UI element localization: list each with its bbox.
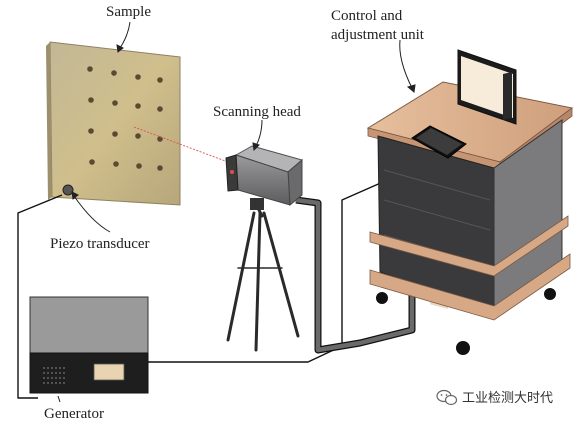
generator-display: [93, 363, 125, 381]
piezo-transducer-label: Piezo transducer: [50, 236, 150, 252]
watermark: 工业检测大时代: [436, 389, 553, 406]
leader-arrows: [57, 21, 416, 403]
control-unit-label-line1: Control and: [331, 8, 403, 24]
control-unit-label-line2: adjustment unit: [331, 27, 425, 43]
tripod: [226, 198, 300, 352]
cabinet-wheels: [376, 288, 556, 355]
piezo-transducer-disc: [62, 184, 74, 196]
wechat-icon: [436, 389, 458, 406]
sample-label: Sample: [106, 4, 151, 20]
sample-holes: [87, 66, 163, 171]
sample-panel: [46, 41, 181, 206]
scanning-head-label: Scanning head: [213, 104, 301, 120]
generator-label: Generator: [44, 406, 104, 422]
watermark-text: 工业检测大时代: [462, 391, 553, 406]
control-unit: [366, 49, 574, 355]
generator: [29, 296, 149, 394]
laser-beam: [133, 126, 237, 166]
cables: [17, 177, 416, 399]
scanning-head: [225, 145, 304, 352]
generator-speaker-grille: [43, 367, 65, 384]
monitor: [457, 49, 517, 125]
